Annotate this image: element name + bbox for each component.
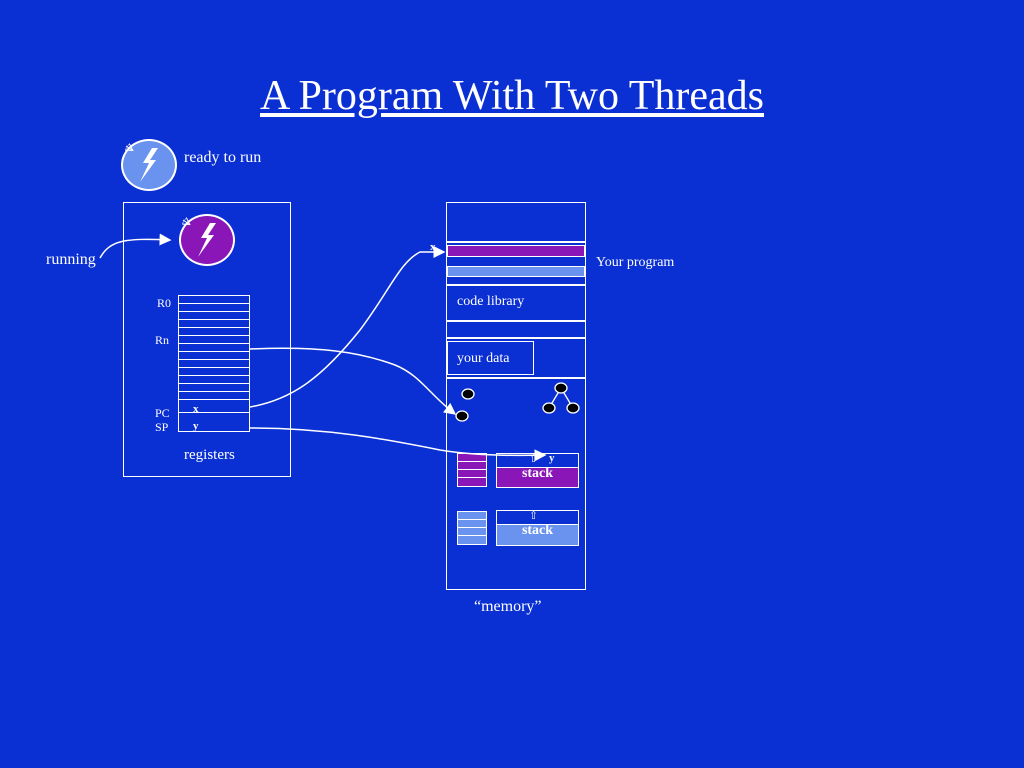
memory-divider [447, 320, 585, 322]
lightning-bolt-icon [140, 148, 158, 182]
heap-node [461, 388, 475, 400]
stack2-label: stack [521, 523, 554, 538]
register-pc-value: x [193, 403, 199, 415]
memory-divider [447, 377, 585, 379]
running-label: running [46, 251, 96, 268]
memory-divider [447, 284, 585, 286]
stack1-regs [457, 453, 487, 487]
program-segment-purple [447, 245, 585, 257]
registers-caption: registers [184, 447, 235, 463]
register-sp-label: SP [155, 420, 169, 434]
stack1-pointer: y [549, 452, 555, 464]
your-program-label: Your program [596, 255, 675, 270]
stack2-body [496, 524, 579, 546]
stack1-arrow-icon: ⇧ [529, 453, 539, 465]
heap-node [566, 402, 580, 414]
code-library-label: code library [457, 294, 525, 309]
your-data-box [447, 341, 534, 375]
register-r0-label: R0 [157, 296, 172, 310]
pc-arrow [249, 246, 446, 408]
heap-node [542, 402, 556, 414]
ready-thread-pointer-icon [126, 146, 132, 150]
heap-node [554, 382, 568, 394]
memory-caption: “memory” [474, 598, 542, 615]
stack1-label: stack [521, 466, 554, 481]
register-file [178, 295, 250, 432]
stack1-body [496, 467, 579, 488]
running-arrow [99, 233, 172, 259]
memory-x-marker: x [430, 241, 436, 253]
memory-box [446, 202, 586, 590]
stack2-regs [457, 511, 487, 545]
stack2-arrow-icon: ⇧ [529, 510, 539, 522]
lightning-bolt-icon [198, 223, 216, 257]
ready-to-run-label: ready to run [184, 149, 262, 166]
register-heap-arrow [249, 347, 457, 415]
register-pc-label: PC [155, 406, 170, 420]
sp-arrow [249, 427, 547, 462]
register-rn-label: Rn [155, 333, 170, 347]
register-sp-value: y [193, 420, 199, 432]
running-thread-pointer-icon [183, 220, 189, 224]
memory-divider [447, 241, 585, 243]
program-segment-light [447, 266, 585, 277]
slide-title: A Program With Two Threads [260, 73, 764, 119]
thread-panel [123, 202, 291, 477]
your-data-label: your data [457, 351, 510, 366]
memory-divider [447, 337, 585, 339]
heap-node [455, 410, 469, 422]
